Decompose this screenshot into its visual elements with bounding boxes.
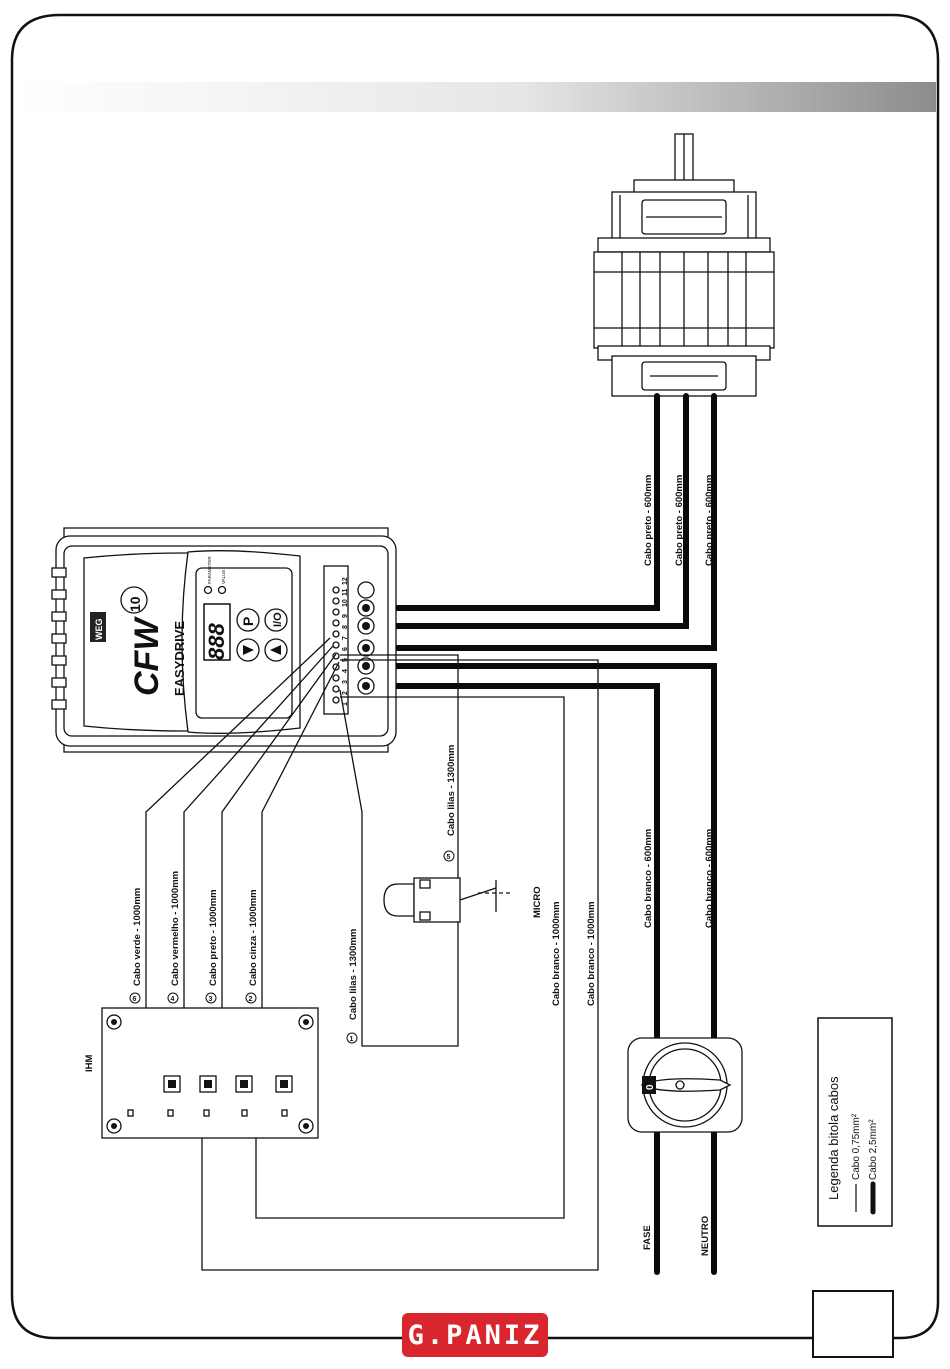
led-parameter: [203, 585, 213, 595]
power-cables: [363, 663, 717, 1275]
num-badge-1: 1: [346, 1032, 358, 1044]
terminal-number-11: 11: [342, 588, 349, 596]
switch-position-0: 0: [645, 1084, 656, 1090]
led-parameter-label: PARAMETER: [207, 556, 212, 584]
cable-label-lilas-b: Cabo lilas - 1300mm: [446, 745, 457, 836]
cable-label-motor-3: Cabo preto - 600mm: [704, 475, 715, 566]
legend: Legenda bitola cabos Cabo 0,75mm² Cabo 2…: [817, 1017, 893, 1227]
motor-cable-labels: Cabo preto - 600mm Cabo preto - 600mm Ca…: [643, 475, 715, 566]
terminal-number-8: 8: [342, 625, 349, 629]
legend-thick-label: Cabo 2,5mm²: [868, 1119, 879, 1180]
terminal-number-7: 7: [342, 636, 349, 640]
terminal-number-4: 4: [342, 669, 349, 673]
key-run-stop[interactable]: [264, 608, 288, 632]
neutro-label: NEUTRO: [700, 1216, 711, 1256]
micro-label: MICRO: [532, 886, 543, 918]
terminal-number-6: 6: [342, 647, 349, 651]
inverter-cfw10: WEG CFW 10 EASYDRIVE 888 PARAMETER VALUE…: [51, 527, 397, 753]
terminal-number-9: 9: [342, 614, 349, 618]
svg-text:5: 5: [447, 854, 451, 861]
cable-label-motor-2: Cabo preto - 600mm: [674, 475, 685, 566]
terminal-number-1: 1: [342, 702, 349, 706]
weg-logo: [90, 612, 106, 642]
num-badge-5: 5: [443, 850, 455, 862]
seven-seg-display: [203, 603, 231, 661]
rotary-switch: 0: [627, 1037, 743, 1133]
motor-cables: [363, 393, 717, 651]
cable-label-verde: Cabo verde - 1000mm: [132, 888, 143, 986]
ihm-wire-labels: Cabo verde - 1000mm 6 Cabo vermelho - 10…: [129, 871, 259, 1004]
control-wires: [145, 637, 599, 1271]
cable-label-power-1: Cabo branco - 600mm: [643, 829, 654, 928]
num-badge-4: 4: [171, 996, 175, 1003]
cable-label-ihm-return-1: Cabo branco - 1000mm: [551, 901, 562, 1006]
cable-label-power-2: Cabo branco - 600mm: [704, 829, 715, 928]
cable-label-vermelho: Cabo vermelho - 1000mm: [170, 871, 181, 986]
legend-title: Legenda bitola cabos: [826, 1076, 841, 1200]
power-terminals: [357, 581, 375, 695]
legend-thin-label: Cabo 0,75mm²: [851, 1113, 862, 1180]
page-frame: [10, 13, 940, 1340]
header-band: [14, 82, 936, 112]
svg-text:1: 1: [350, 1036, 354, 1043]
arrow-up-icon: [243, 645, 254, 655]
series-text: EASYDRIVE: [172, 621, 187, 696]
key-p[interactable]: [236, 608, 260, 632]
num-badge-2: 2: [249, 996, 253, 1003]
fase-label: FASE: [642, 1225, 653, 1250]
num-badge-3: 3: [209, 996, 213, 1003]
heatsink-fins: [51, 567, 67, 710]
terminal-number-12: 12: [342, 577, 349, 585]
model-sup: 10: [127, 596, 143, 612]
model-text: CFW: [128, 616, 166, 696]
cable-label-motor-1: Cabo preto - 600mm: [643, 475, 654, 566]
cable-label-lilas-a: Cabo lilas - 1300mm: [348, 929, 359, 1020]
gpaniz-logo: G.PANIZ: [402, 1313, 548, 1357]
display-digits: 888: [204, 623, 229, 660]
led-value: [217, 585, 227, 595]
terminal-number-10: 10: [342, 599, 349, 607]
weg-logo-text: WEG: [94, 619, 104, 641]
terminal-number-2: 2: [342, 691, 349, 695]
ihm-label: IHM: [84, 1055, 95, 1073]
num-badge-6: 6: [133, 996, 137, 1003]
key-p-label: P: [240, 617, 256, 626]
ihm-panel: [101, 1007, 319, 1139]
micro-switch: [383, 877, 510, 923]
page-number-box: [812, 1290, 894, 1358]
motor: [593, 133, 775, 397]
cable-label-preto: Cabo preto - 1000mm: [208, 889, 219, 986]
run-stop-icon: I/O: [272, 612, 284, 627]
led-value-label: VALUE: [221, 570, 226, 584]
terminal-number-3: 3: [342, 680, 349, 684]
cable-label-ihm-return-2: Cabo branco - 1000mm: [586, 901, 597, 1006]
cable-label-cinza: Cabo cinza - 1000mm: [248, 889, 259, 986]
terminal-screws: [332, 586, 340, 704]
arrow-down-icon: [270, 645, 281, 655]
